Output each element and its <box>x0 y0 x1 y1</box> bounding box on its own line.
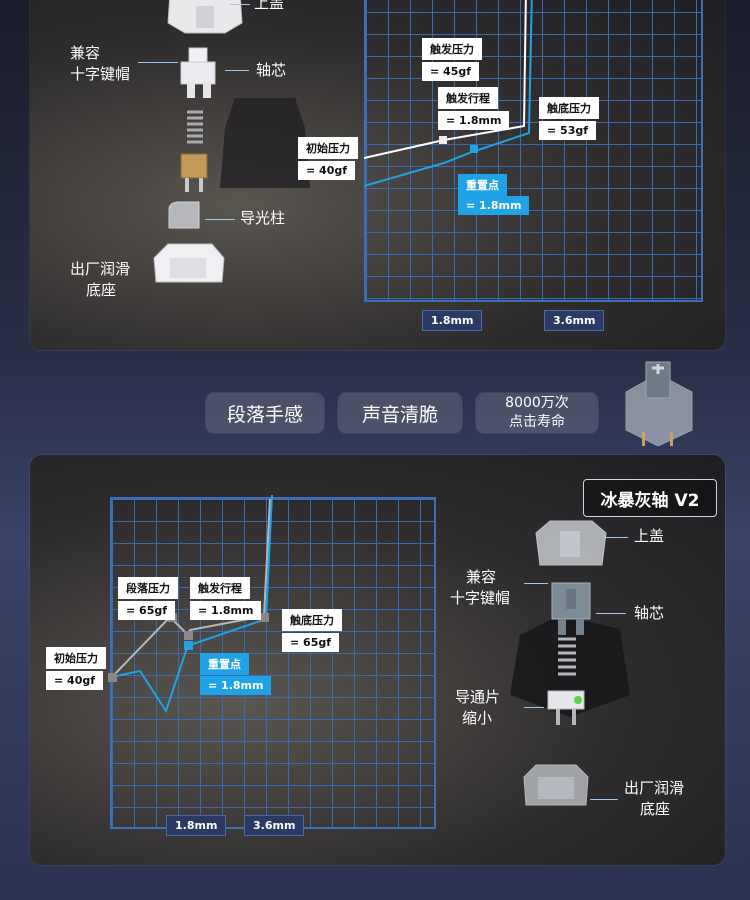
bottom-switch-panel: 段落压力 = 65gf 触发行程 = 1.8mm 触底压力 = 65gf 初始压… <box>30 455 725 865</box>
feature-tactile: 段落手感 <box>206 393 324 433</box>
trigger-force-value: = 45gf <box>422 62 480 81</box>
stem-label: 轴芯 <box>256 61 287 79</box>
force-curve-lines <box>108 495 273 714</box>
tactile-force-label: 段落压力 <box>118 577 178 599</box>
spring-image <box>558 637 576 676</box>
lead-label-1: 导通片 <box>455 688 501 706</box>
stem-label: 轴芯 <box>634 604 665 622</box>
trigger-travel-label: 触发行程 <box>438 87 498 109</box>
lifespan-line-1: 8000万次 <box>505 395 569 411</box>
housing-shadow <box>220 98 310 188</box>
trigger-travel-label: 触发行程 <box>190 577 250 599</box>
trigger-travel-value: = 1.8mm <box>190 601 262 620</box>
bottom-force-value: = 53gf <box>539 121 597 140</box>
x-tick-2: 3.6mm <box>244 815 305 836</box>
switch-title: 冰暴灰轴 V2 <box>583 479 717 517</box>
initial-force-value: = 40gf <box>46 671 104 690</box>
trigger-force-label: 触发压力 <box>422 38 482 60</box>
press-curve <box>364 0 527 159</box>
bottom-force-label: 触底压力 <box>282 609 342 631</box>
contact-leaf-image <box>180 153 208 192</box>
stem-image <box>551 582 591 635</box>
bottom-force-value: = 65gf <box>282 633 340 652</box>
leader-line <box>225 70 249 71</box>
leader-line <box>138 62 178 63</box>
base-image <box>523 764 589 806</box>
compat-label-1: 兼容 <box>466 568 497 586</box>
initial-force-value: = 40gf <box>298 161 356 180</box>
top-cover-label: 上盖 <box>634 527 665 545</box>
lead-label-2: 缩小 <box>462 709 493 727</box>
stem-image <box>180 47 216 98</box>
spring-image <box>187 110 203 144</box>
leader-line <box>604 537 628 538</box>
lifespan-line-2: 点击寿命 <box>509 414 565 430</box>
base-label-1: 出厂润滑 <box>624 779 685 797</box>
top-cover-label: 上盖 <box>254 0 285 12</box>
base-label-1: 出厂润滑 <box>70 260 131 278</box>
light-guide-image <box>168 201 200 229</box>
bottom-force-label: 触底压力 <box>539 97 599 119</box>
force-curve-grid <box>364 0 703 302</box>
leader-line <box>230 4 250 5</box>
initial-force-label: 初始压力 <box>46 647 106 669</box>
trigger-travel-value: = 1.8mm <box>438 111 510 130</box>
compat-label-1: 兼容 <box>70 44 101 62</box>
x-tick-1: 1.8mm <box>422 310 483 331</box>
tactile-force-value: = 65gf <box>118 601 176 620</box>
contact-leaf-image <box>547 690 585 725</box>
compat-label-2: 十字键帽 <box>450 589 511 607</box>
x-tick-2: 3.6mm <box>544 310 605 331</box>
compat-label-2: 十字键帽 <box>70 65 131 83</box>
base-image <box>153 243 225 283</box>
initial-force-label: 初始压力 <box>298 137 358 159</box>
x-tick-1: 1.8mm <box>166 815 227 836</box>
leader-line <box>205 219 235 220</box>
leader-line <box>596 613 626 614</box>
reset-point-label: 重置点 <box>200 653 249 675</box>
top-switch-panel: 上盖 兼容 十字键帽 轴芯 导光柱 出厂润滑 底座 <box>30 0 725 350</box>
top-cover-image <box>167 0 243 34</box>
leader-line <box>524 583 548 584</box>
reset-point-label: 重置点 <box>458 174 507 196</box>
base-label-2: 底座 <box>86 281 117 299</box>
leader-line <box>524 707 544 708</box>
switch-product-image <box>625 361 693 447</box>
base-label-2: 底座 <box>640 800 671 818</box>
leader-line <box>590 799 618 800</box>
reset-point-value: = 1.8mm <box>458 196 530 215</box>
reset-point-value: = 1.8mm <box>200 676 272 695</box>
light-guide-label: 导光柱 <box>240 209 286 227</box>
force-curve-lines <box>364 0 558 187</box>
feature-lifespan: 8000万次 点击寿命 <box>476 393 598 433</box>
feature-sound: 声音清脆 <box>338 393 462 433</box>
top-cover-image <box>535 520 607 566</box>
